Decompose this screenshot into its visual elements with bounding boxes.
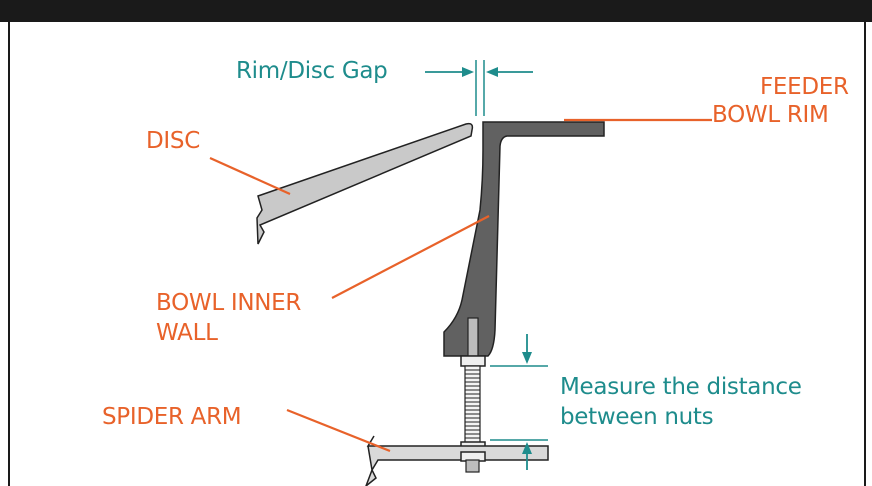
frame-border xyxy=(8,22,866,486)
disc-leader xyxy=(209,156,291,196)
top-nut xyxy=(460,355,486,367)
bowl-inner-wall-label-line2: WALL xyxy=(156,320,218,346)
bolt-below-arm xyxy=(465,459,480,473)
feeder-bowl-rim-label-line1: FEEDER xyxy=(760,74,849,100)
measure-label-line2: between nuts xyxy=(560,404,714,430)
disc-shape xyxy=(256,122,474,245)
spider-arm-label: SPIDER ARM xyxy=(102,404,242,430)
spider-arm-shape xyxy=(365,435,549,486)
spider-arm-leader xyxy=(286,408,391,453)
disc-label: DISC xyxy=(146,128,200,154)
rim-disc-gap-label: Rim/Disc Gap xyxy=(236,58,388,84)
gap-arrowhead-right xyxy=(486,67,498,77)
bolt-head xyxy=(467,317,479,357)
bowl-wall-shape xyxy=(443,121,605,357)
gap-arrowhead-left xyxy=(462,67,474,77)
upper-arrowhead xyxy=(522,352,532,364)
top-bar xyxy=(0,0,872,22)
lower-arrowhead xyxy=(522,442,532,454)
rod-threads xyxy=(465,369,480,439)
wall-leader xyxy=(331,215,490,299)
measure-label-line1: Measure the distance xyxy=(560,374,802,400)
feeder-bowl-rim-label-line2: BOWL RIM xyxy=(712,102,829,128)
bowl-inner-wall-label-line1: BOWL INNER xyxy=(156,290,302,316)
